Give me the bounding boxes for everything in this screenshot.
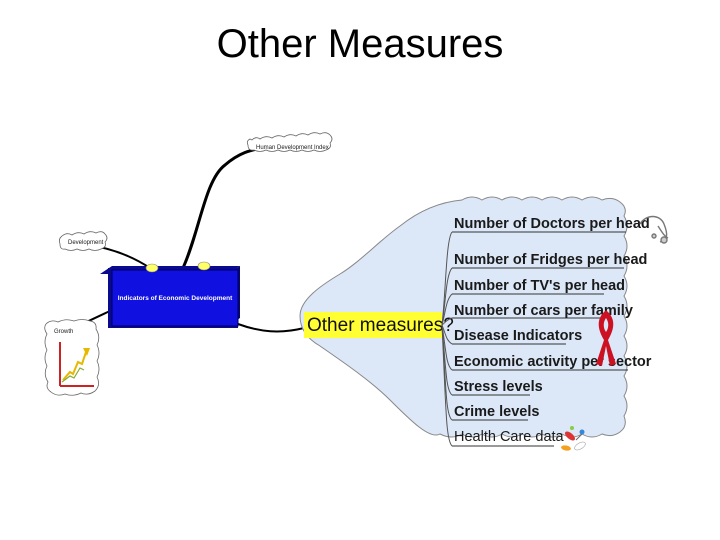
item-tvs[interactable]: Number of TV's per head	[454, 278, 625, 294]
node-growth[interactable]: Growth	[44, 319, 100, 396]
stethoscope-icon	[639, 215, 669, 244]
item-fridges[interactable]: Number of Fridges per head	[454, 252, 647, 268]
node-human-development-index[interactable]: Human Development Index	[246, 132, 333, 152]
item-economic-activity[interactable]: Economic activity per sector	[454, 354, 652, 370]
pills-icon	[561, 426, 586, 451]
item-disease[interactable]: Disease Indicators	[454, 328, 582, 344]
connector-hdi	[181, 146, 263, 269]
focus-topic-other-measures[interactable]: Other measures?	[304, 312, 454, 338]
item-cars[interactable]: Number of cars per family	[454, 303, 633, 319]
focus-topic-label: Other measures?	[307, 315, 454, 336]
item-branches	[441, 231, 453, 447]
item-doctors[interactable]: Number of Doctors per head	[454, 216, 650, 232]
growth-label: Growth	[54, 329, 73, 335]
item-crime[interactable]: Crime levels	[454, 404, 539, 420]
node-development[interactable]: Development	[58, 231, 108, 251]
item-underlines	[452, 231, 628, 447]
red-ribbon-icon	[596, 310, 616, 366]
other-measures-cloud	[299, 196, 628, 438]
slide-title: Other Measures	[216, 22, 504, 66]
central-topic-box[interactable]: Indicators of Economic Development	[100, 261, 240, 328]
item-stress[interactable]: Stress levels	[454, 379, 543, 395]
item-health-care[interactable]: Health Care data	[454, 429, 565, 445]
hdi-label: Human Development Index	[256, 145, 329, 151]
central-topic-label: Indicators of Economic Development	[118, 295, 233, 302]
development-label: Development	[68, 240, 104, 246]
connector-other-measures	[237, 323, 305, 333]
growth-chart-icon	[59, 342, 94, 387]
